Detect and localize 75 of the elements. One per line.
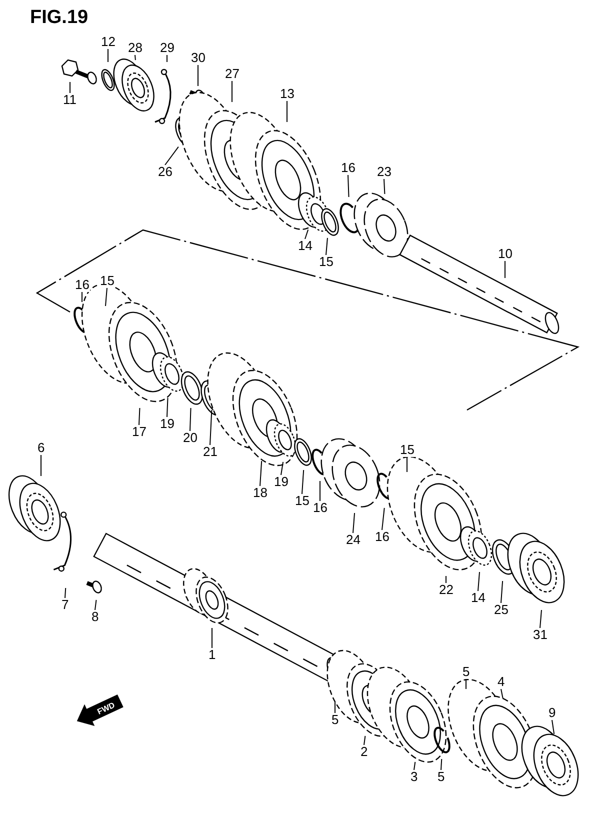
callout-number: 24 [345,533,362,547]
callout-number: 7 [60,598,70,612]
leader-line [166,54,168,62]
callout-number: 20 [182,431,198,445]
leader-line [286,100,288,122]
callout-number: 6 [36,441,46,455]
callout-number: 28 [127,41,144,55]
callout-number: 16 [374,530,390,544]
leader-line [384,178,386,194]
callout-number: 14 [470,591,486,605]
figure-title: FIG.19 [30,8,88,28]
leader-line [64,588,66,598]
callout-number: 15 [318,255,334,269]
leader-line [326,237,328,256]
callout-number: 5 [436,770,446,784]
leader-line [382,507,385,530]
leader-line [280,461,284,476]
callout-number: 15 [294,494,310,508]
callout-number: 16 [312,501,328,515]
leader-line [406,456,408,472]
callout-number: 13 [279,87,296,101]
leader-line [260,460,262,486]
callout-number: 11 [62,93,78,107]
callout-number: 10 [497,247,514,261]
leader-line [302,469,304,494]
callout-number: 16 [340,161,356,175]
callout-number: 27 [224,67,240,81]
leader-line [94,599,97,610]
callout-number: 5 [462,665,471,679]
leader-line [304,229,309,240]
leader-line [552,720,555,735]
callout-number: 14 [297,239,314,253]
callout-number: 29 [159,41,176,55]
callout-number: 17 [131,425,148,439]
callout-number: 12 [100,35,116,49]
leader-line [138,408,140,426]
leader-line [364,735,366,746]
callout-number: 15 [99,274,116,288]
callout-number: 22 [438,583,454,597]
callout-number: 8 [90,610,100,624]
callout-number: 25 [493,603,510,617]
leader-line [500,580,504,604]
direction-label: FWD [96,700,116,716]
leader-line [210,410,212,446]
callout-number: 3 [410,770,419,784]
leader-line [40,454,42,476]
callout-number: 2 [360,745,369,759]
callout-number: 19 [273,475,290,489]
callout-number: 26 [157,165,174,179]
callout-number: 31 [532,628,548,642]
leader-line [166,398,168,418]
leader-line [478,571,480,592]
callout-number: 5 [330,713,340,727]
callout-number: 9 [548,706,557,720]
callout-number: 1 [208,648,217,662]
leader-line [105,288,108,307]
leader-line [440,758,442,770]
leader-line [164,146,179,166]
callout-number: 4 [496,675,506,689]
callout-number: 15 [399,443,416,457]
callout-number: 19 [159,417,176,431]
leader-line [414,761,416,770]
leader-line [540,609,542,628]
leader-line [348,174,350,198]
callout-number: 21 [202,445,218,459]
leader-line [134,54,136,61]
callout-number: 30 [190,51,206,65]
callout-number: 16 [74,278,90,292]
leader-line [504,260,506,278]
leader-line [190,408,192,432]
callout-number: 18 [252,486,268,500]
leader-line [500,688,504,699]
leader-line [334,700,336,714]
leader-line [352,512,356,534]
callout-number: 23 [376,165,392,179]
